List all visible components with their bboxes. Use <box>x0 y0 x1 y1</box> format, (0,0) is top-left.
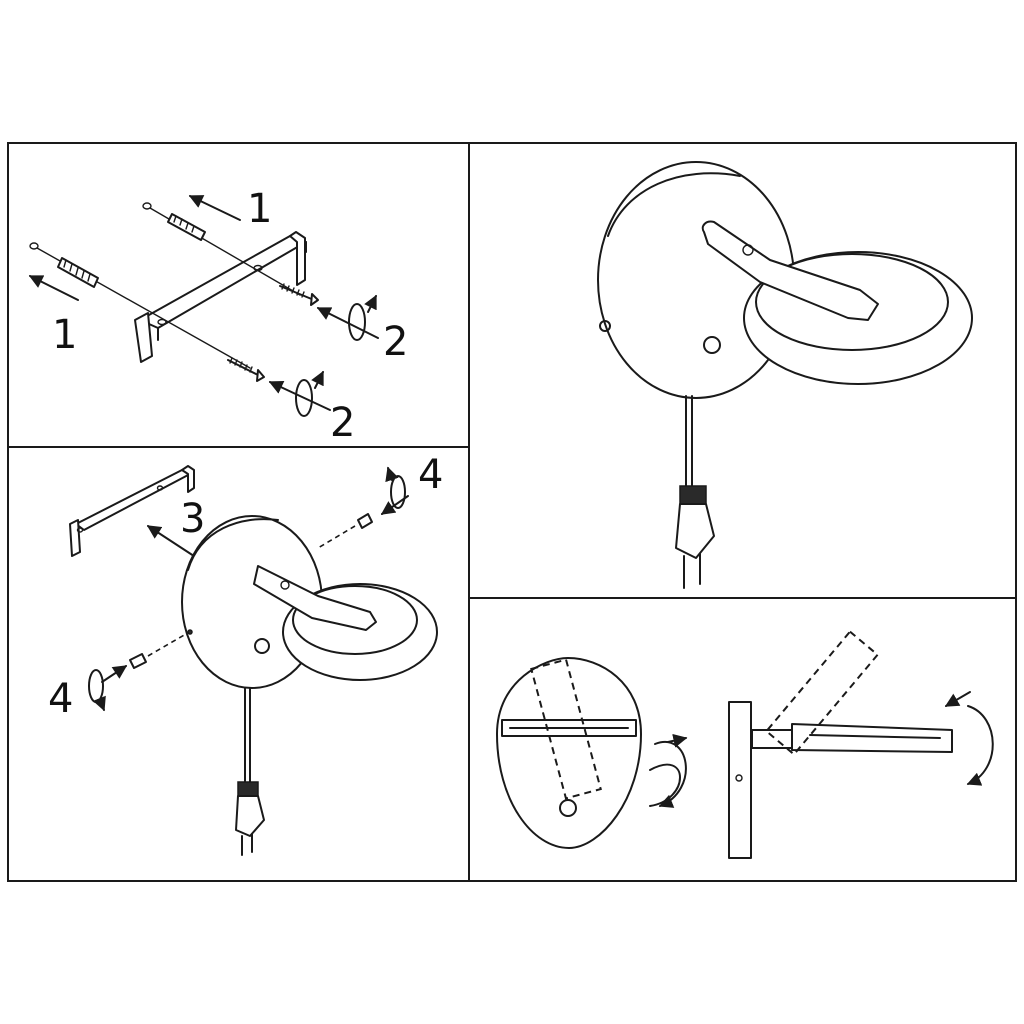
screw-icon <box>279 283 319 306</box>
step-label-2: 2 <box>383 319 408 365</box>
rotation-arrow-icon <box>88 669 106 712</box>
screw-icon <box>129 633 187 669</box>
wall-plug-icon <box>29 242 251 369</box>
rotation-arrow-icon <box>966 705 994 786</box>
wall-lamp <box>181 515 438 783</box>
step-label-4: 4 <box>48 676 73 722</box>
step-label-1: 1 <box>52 312 77 358</box>
step-label-4: 4 <box>418 452 443 498</box>
mounting-bracket <box>69 465 195 557</box>
rotation-arrow-icon <box>295 370 324 417</box>
panel-step-a: 1 1 2 2 <box>28 186 408 446</box>
lamp-side-view <box>728 630 994 859</box>
direction-arrow-icon <box>146 525 201 561</box>
direction-arrow-icon <box>316 307 379 339</box>
screw-icon <box>227 357 265 382</box>
step-label-2: 2 <box>330 400 355 446</box>
screw-icon <box>317 513 373 549</box>
direction-arrow-icon <box>101 665 128 683</box>
step-label-3: 3 <box>180 496 205 542</box>
rotation-arrow-icon <box>654 740 687 808</box>
lamp-front-view <box>496 657 688 849</box>
power-plug-icon <box>675 485 715 589</box>
rotation-arrow-icon <box>348 294 377 341</box>
direction-arrow-icon <box>188 195 241 221</box>
direction-arrow-icon <box>28 275 79 301</box>
wall-plug-icon <box>142 202 301 296</box>
panel-step-b: 3 4 4 <box>48 452 443 856</box>
power-plug-icon <box>235 781 265 856</box>
step-label-1: 1 <box>247 186 272 232</box>
mounting-bracket <box>134 231 307 363</box>
panel-assembled-lamp <box>597 161 973 589</box>
direction-arrow-icon <box>268 380 331 411</box>
panel-rotation-options <box>496 630 994 859</box>
rotation-arrow-icon <box>385 466 406 509</box>
panel-grid <box>7 142 1017 882</box>
